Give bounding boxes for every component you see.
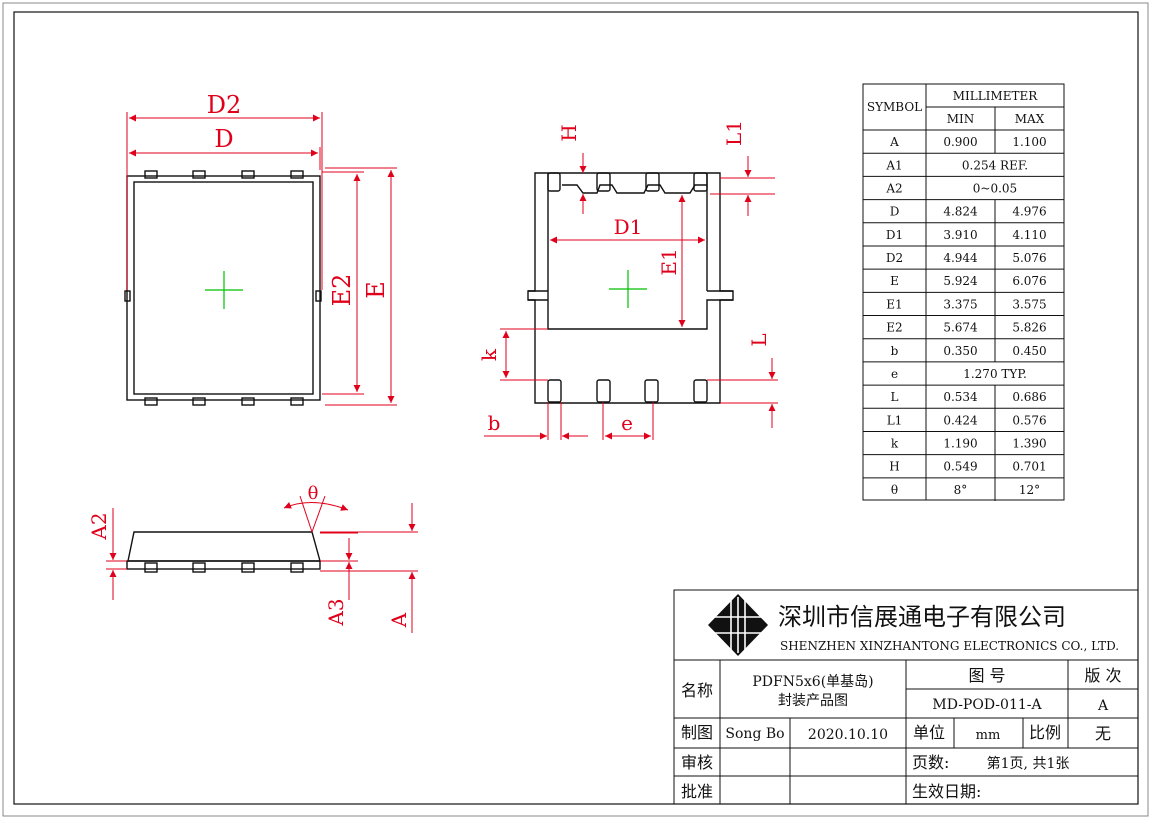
drafted-label: 制图 bbox=[681, 723, 713, 742]
table-cell-symbol: D bbox=[890, 205, 900, 219]
table-cell-max: 5.826 bbox=[1012, 321, 1046, 335]
table-cell-min: 0.900 bbox=[943, 135, 977, 149]
dim-label-H: H bbox=[557, 124, 581, 141]
unit-label: 单位 bbox=[913, 723, 945, 742]
bottom-view: H L1 D1 E1 k L b e bbox=[477, 120, 778, 440]
table-header-unit: MILLIMETER bbox=[953, 89, 1039, 103]
table-cell-symbol: E2 bbox=[886, 321, 902, 335]
table-header-max: MAX bbox=[1015, 112, 1045, 126]
unit-value: mm bbox=[976, 728, 1001, 743]
title-block: 深圳市信展通电子有限公司 SHENZHEN XINZHANTONG ELECTR… bbox=[673, 589, 1139, 805]
table-cell-max: 3.575 bbox=[1012, 297, 1046, 311]
side-view: θ A2 A3 A bbox=[87, 483, 418, 633]
table-cell-span: 0.254 REF. bbox=[962, 158, 1028, 172]
scale-label: 比例 bbox=[1029, 723, 1061, 742]
table-cell-span: 0~0.05 bbox=[973, 181, 1017, 195]
table-cell-symbol: L1 bbox=[887, 413, 903, 427]
dim-label-k: k bbox=[477, 348, 501, 361]
drawing-no: MD-POD-011-A bbox=[932, 697, 1042, 713]
table-cell-min: 5.924 bbox=[943, 274, 978, 288]
dim-label-L1: L1 bbox=[722, 120, 746, 146]
review-label: 审核 bbox=[681, 753, 713, 772]
table-cell-symbol: A1 bbox=[885, 158, 902, 172]
dim-label-A: A bbox=[387, 612, 411, 628]
table-cell-symbol: e bbox=[891, 367, 898, 381]
dim-label-D2: D2 bbox=[207, 91, 242, 119]
table-cell-min: 0.534 bbox=[943, 390, 978, 404]
table-cell-symbol: b bbox=[891, 344, 899, 358]
table-cell-symbol: A bbox=[889, 135, 899, 149]
drawing-no-label: 图 号 bbox=[968, 666, 1005, 685]
table-header-symbol: SYMBOL bbox=[867, 100, 922, 114]
company-logo-icon bbox=[708, 594, 768, 656]
table-cell-max: 12° bbox=[1019, 483, 1040, 497]
table-cell-max: 0.450 bbox=[1012, 344, 1046, 358]
dim-label-b: b bbox=[488, 411, 501, 435]
company-name-en: SHENZHEN XINZHANTONG ELECTRONICS CO., LT… bbox=[780, 639, 1119, 653]
dim-label-E1: E1 bbox=[657, 248, 681, 275]
pages-value: 第1页, 共1张 bbox=[987, 755, 1070, 772]
table-cell-span: 1.270 TYP. bbox=[963, 367, 1027, 381]
dim-label-D: D bbox=[214, 125, 233, 153]
scale-value: 无 bbox=[1095, 724, 1111, 743]
table-cell-symbol: k bbox=[891, 437, 899, 451]
table-cell-min: 0.424 bbox=[943, 413, 978, 427]
approve-label: 批准 bbox=[681, 782, 713, 801]
name-label: 名称 bbox=[681, 681, 713, 700]
table-cell-max: 0.576 bbox=[1012, 413, 1046, 427]
table-cell-max: 0.686 bbox=[1012, 390, 1046, 404]
table-cell-min: 5.674 bbox=[943, 321, 978, 335]
dim-label-theta: θ bbox=[308, 483, 319, 504]
inner-frame bbox=[13, 11, 1139, 805]
table-cell-min: 3.375 bbox=[943, 297, 977, 311]
table-cell-symbol: D1 bbox=[886, 228, 903, 242]
revision-label: 版 次 bbox=[1084, 666, 1121, 685]
table-cell-min: 1.190 bbox=[943, 437, 977, 451]
dim-label-e: e bbox=[621, 411, 633, 435]
table-cell-symbol: H bbox=[889, 460, 899, 474]
table-cell-min: 8° bbox=[954, 483, 968, 497]
name-value-1: PDFN5x6(单基岛) bbox=[752, 673, 873, 690]
table-cell-min: 3.910 bbox=[943, 228, 977, 242]
top-view: D2 D E2 E bbox=[124, 91, 397, 406]
table-cell-max: 4.110 bbox=[1012, 228, 1046, 242]
table-cell-min: 0.350 bbox=[943, 344, 977, 358]
table-cell-max: 1.100 bbox=[1012, 135, 1046, 149]
dim-label-E2: E2 bbox=[328, 274, 356, 307]
company-name-cn: 深圳市信展通电子有限公司 bbox=[778, 603, 1066, 631]
dim-label-A3: A3 bbox=[324, 598, 348, 626]
effective-date-label: 生效日期: bbox=[912, 782, 981, 801]
table-cell-symbol: E bbox=[890, 274, 899, 288]
dim-label-A2: A2 bbox=[87, 512, 111, 540]
table-cell-max: 6.076 bbox=[1012, 274, 1046, 288]
pages-label: 页数: bbox=[912, 753, 949, 772]
dim-label-D1: D1 bbox=[614, 215, 643, 239]
table-header-min: MIN bbox=[947, 112, 975, 126]
name-value-2: 封装产品图 bbox=[778, 693, 848, 709]
table-cell-min: 4.944 bbox=[943, 251, 978, 265]
revision: A bbox=[1097, 698, 1109, 714]
table-cell-max: 0.701 bbox=[1012, 460, 1046, 474]
dim-label-L: L bbox=[747, 333, 771, 346]
table-cell-min: 0.549 bbox=[943, 460, 977, 474]
table-cell-symbol: A2 bbox=[885, 181, 902, 195]
table-cell-max: 1.390 bbox=[1012, 437, 1046, 451]
table-cell-min: 4.824 bbox=[943, 205, 978, 219]
table-cell-max: 4.976 bbox=[1012, 205, 1046, 219]
dim-label-E: E bbox=[362, 281, 390, 299]
table-cell-symbol: E1 bbox=[886, 297, 902, 311]
table-cell-symbol: D2 bbox=[886, 251, 903, 265]
table-cell-max: 5.076 bbox=[1012, 251, 1046, 265]
drafted-by: Song Bo bbox=[725, 726, 784, 742]
table-cell-symbol: L bbox=[891, 390, 899, 404]
table-cell-symbol: θ bbox=[891, 483, 898, 497]
drafted-date: 2020.10.10 bbox=[808, 727, 888, 743]
